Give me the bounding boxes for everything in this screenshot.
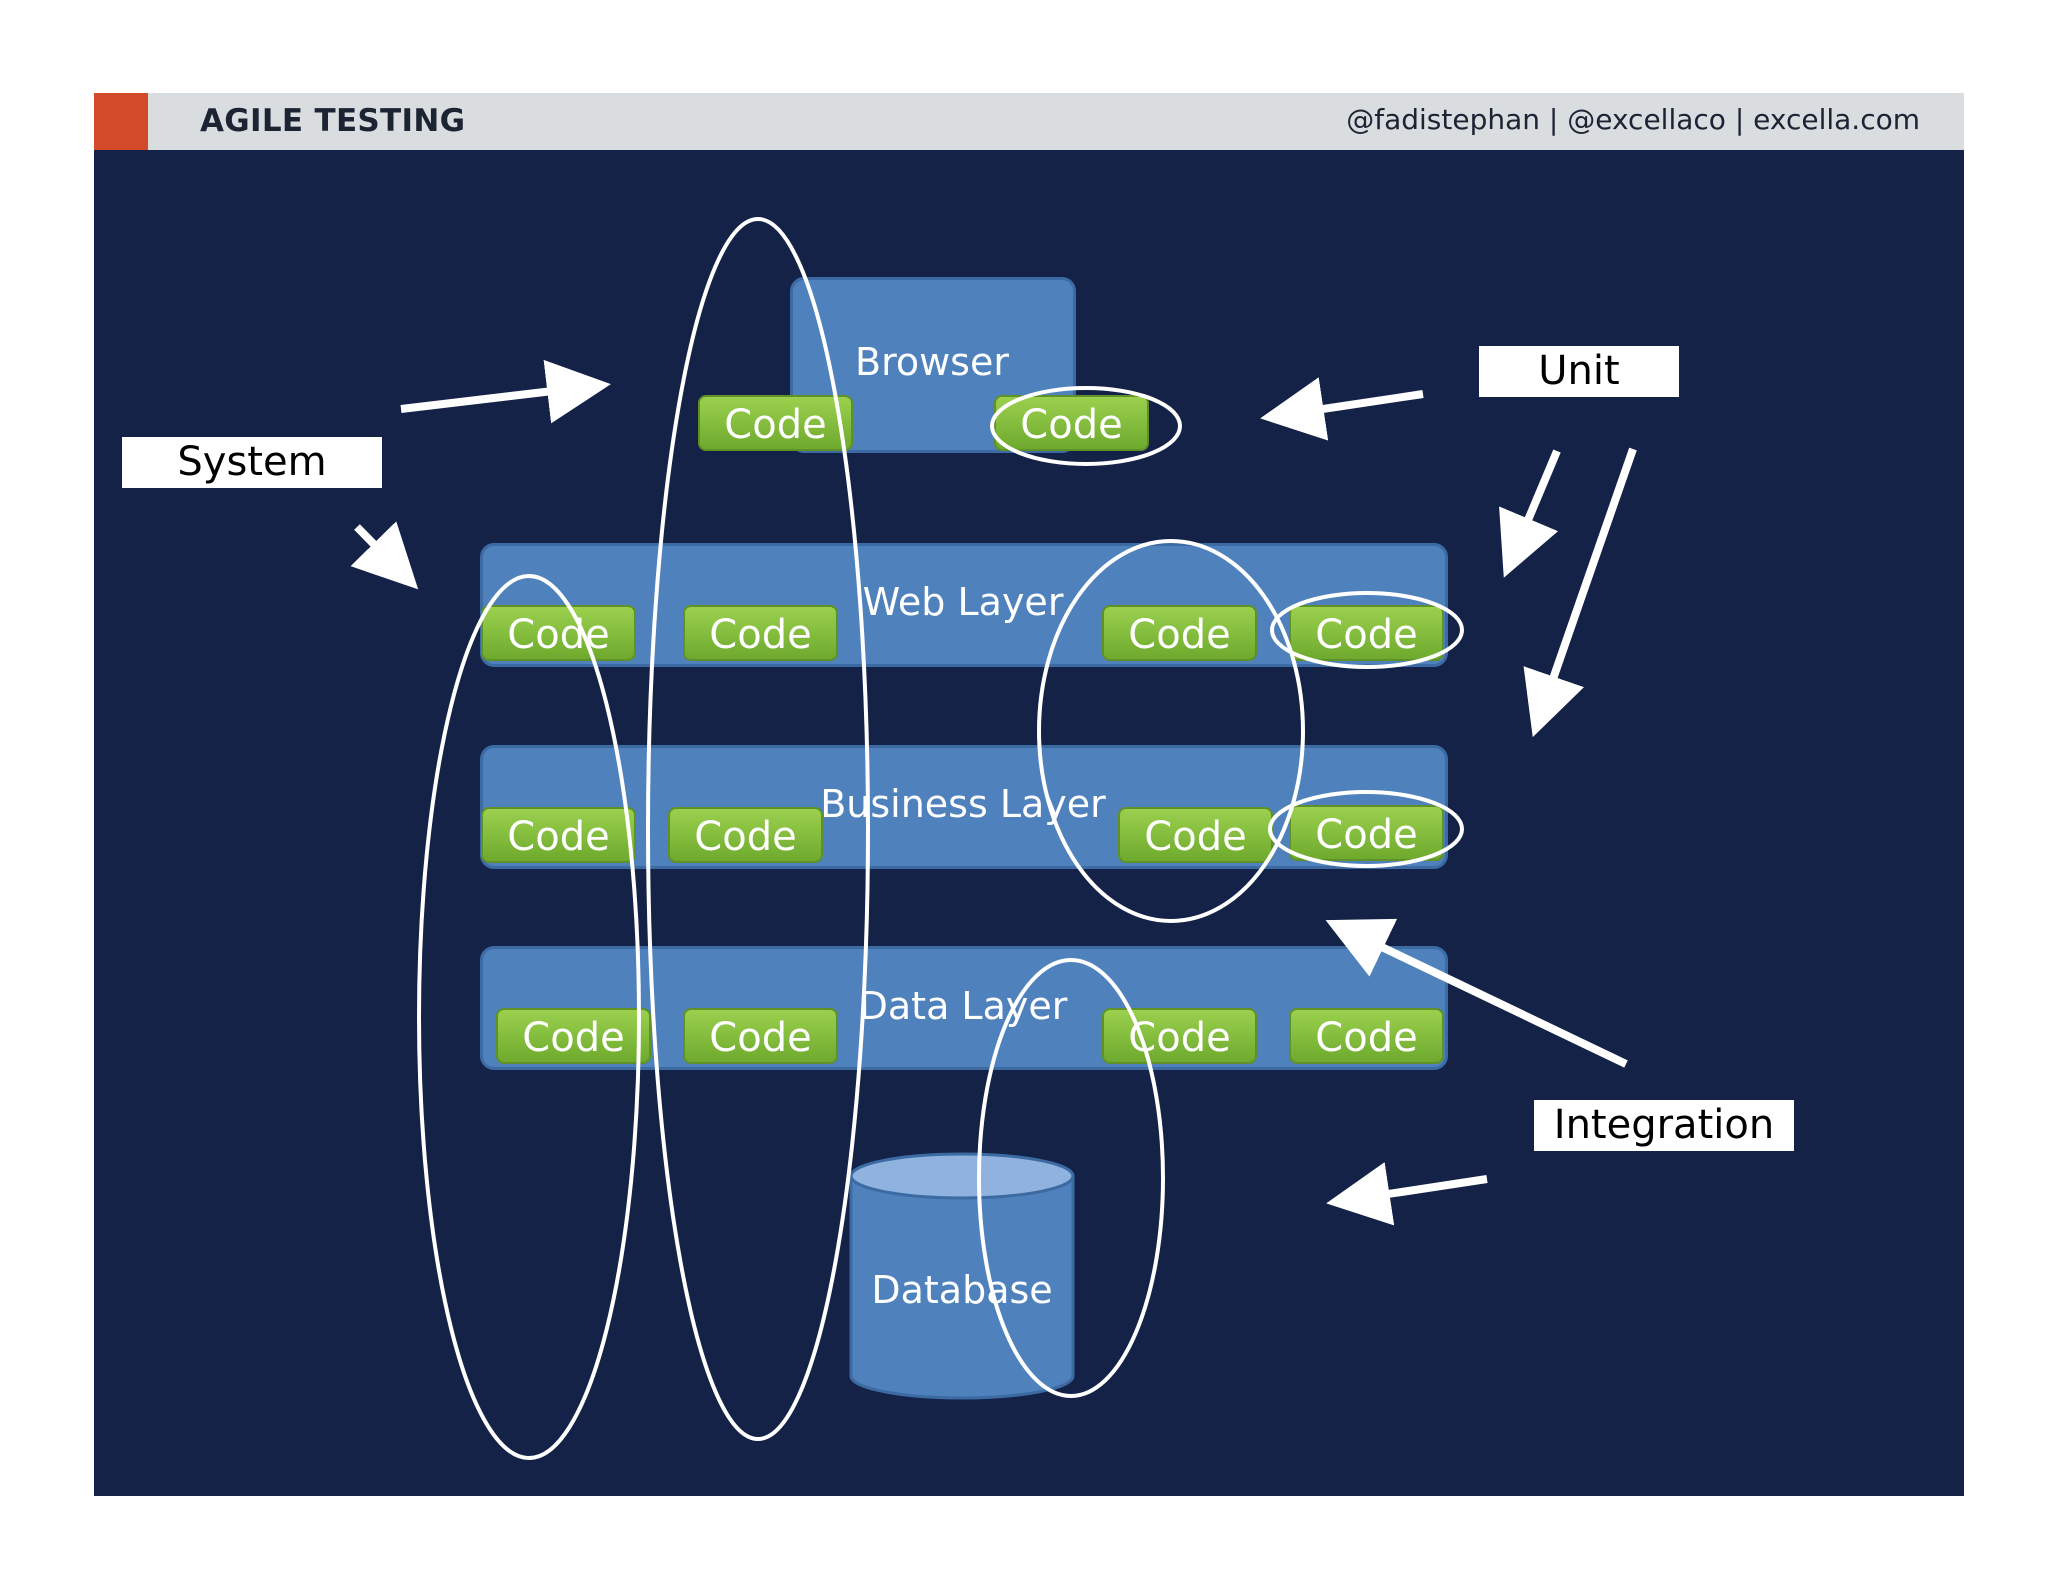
web-layer-label: Web Layer [862,580,1064,624]
code-block: Code [1289,1008,1444,1064]
code-block: Code [1289,805,1444,861]
system-callout: System [122,437,382,488]
web-layer [480,543,1448,667]
ellipse-business-code [1268,790,1464,868]
arrow-system-to-browser [400,359,611,424]
arrow-unit-to-browser [1260,377,1424,441]
code-block: Code [1118,807,1273,863]
accent-block [94,93,148,150]
ellipse-left [417,574,641,1460]
code-block: Code [683,1008,838,1064]
code-block: Code [668,807,823,863]
arrow-system-to-layers [350,521,419,590]
ellipse-tall [646,217,870,1441]
code-block: Code [698,395,853,451]
browser-label: Browser [855,340,1009,384]
integration-callout: Integration [1534,1100,1794,1151]
code-block: Code [683,605,838,661]
code-block: Code [481,807,636,863]
unit-callout: Unit [1479,346,1679,397]
arrow-unit-to-web [1499,449,1561,578]
ellipse-browser-code [990,386,1182,466]
code-block: Code [496,1008,651,1064]
arrow-integration-to-business [1325,918,1628,1068]
data-layer-label: Data Layer [858,984,1068,1028]
header-bar: AGILE TESTING @fadistephan | @excellaco … [94,93,1964,150]
database-label: Database [871,1268,1053,1312]
header-credits: @fadistephan | @excellaco | excella.com [1346,103,1920,136]
ellipse-web-code [1270,591,1464,669]
code-block: Code [1289,605,1444,661]
ellipse-web-business [1037,539,1305,923]
code-block: Code [1102,605,1257,661]
ellipse-database [977,958,1165,1398]
slide-title: AGILE TESTING [200,103,466,139]
arrow-unit-to-business [1523,447,1637,738]
code-block: Code [994,395,1149,451]
code-block: Code [481,605,636,661]
arrow-integration-to-database [1326,1162,1488,1226]
database-cylinder [849,1152,1075,1400]
